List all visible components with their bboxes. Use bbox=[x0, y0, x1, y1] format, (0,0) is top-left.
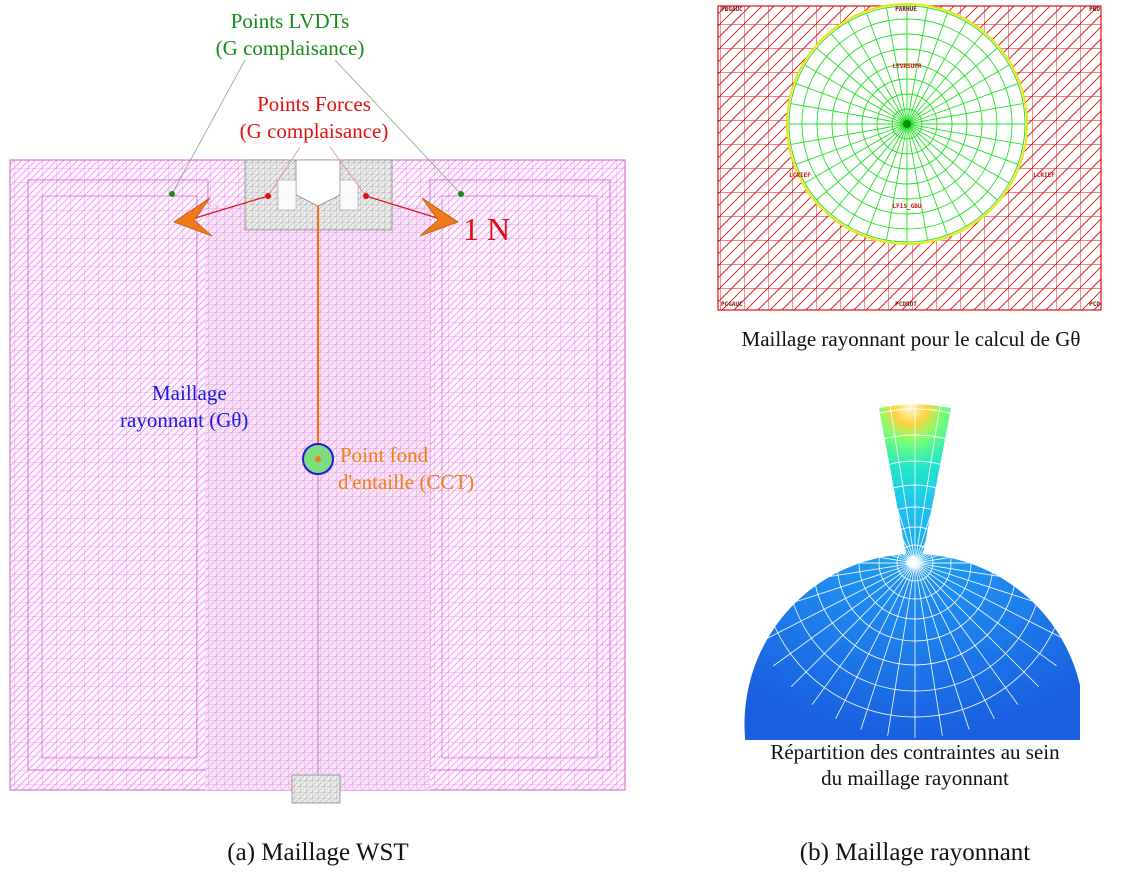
label-lcrief-right: LCRIEF bbox=[1033, 172, 1055, 179]
label-pbd: PBD bbox=[1089, 6, 1100, 13]
label-levrsupr: LEVRSUPR bbox=[893, 63, 922, 70]
lvdt-point-left bbox=[169, 191, 175, 197]
radiating-label-line1: Maillage bbox=[152, 381, 227, 405]
label-parhue: PARHUE bbox=[895, 6, 917, 13]
mesh-plot-caption: Maillage rayonnant pour le calcul de Gθ bbox=[742, 327, 1081, 351]
stress-distribution-plot bbox=[744, 404, 1085, 740]
wst-mesh-figure: Points LVDTs (G complaisance) Points For… bbox=[9, 9, 626, 804]
label-pbgauc: PBGAUC bbox=[721, 6, 743, 13]
label-pcgauc: PCGAUC bbox=[721, 301, 743, 308]
radiating-mesh-plot: PBGAUC PARHUE PBD PCGAUC PCDROT PCD LEVR… bbox=[717, 3, 1102, 311]
notch-label-line2: d'entaille (CCT) bbox=[338, 470, 474, 494]
forces-label-line2: (G complaisance) bbox=[240, 119, 389, 143]
forces-label-line1: Points Forces bbox=[257, 92, 371, 116]
label-pcd: PCD bbox=[1089, 301, 1100, 308]
force-unit-label: 1 N bbox=[463, 211, 510, 247]
label-lf1s-gbu: LF1S_GBU bbox=[893, 203, 922, 210]
stress-caption-line2: du maillage rayonnant bbox=[821, 766, 1009, 790]
caption-a: (a) Maillage WST bbox=[227, 839, 408, 866]
lvdt-label-line2: (G complaisance) bbox=[216, 36, 365, 60]
notch-label-line1: Point fond bbox=[340, 443, 429, 467]
label-pcdrot: PCDROT bbox=[895, 301, 917, 308]
caption-b: (b) Maillage rayonnant bbox=[800, 839, 1031, 866]
lvdt-point-right bbox=[458, 191, 464, 197]
force-arrow-right bbox=[419, 197, 459, 237]
bottom-support bbox=[291, 774, 341, 804]
label-lcrief-left: LCRIEF bbox=[789, 172, 811, 179]
stress-caption-line1: Répartition des contraintes au sein bbox=[770, 740, 1060, 764]
radiating-label-line2: rayonnant (Gθ) bbox=[120, 408, 248, 432]
lvdt-label-line1: Points LVDTs bbox=[231, 9, 350, 33]
notch-tip-point bbox=[315, 456, 321, 462]
force-arrow-left bbox=[173, 197, 213, 237]
